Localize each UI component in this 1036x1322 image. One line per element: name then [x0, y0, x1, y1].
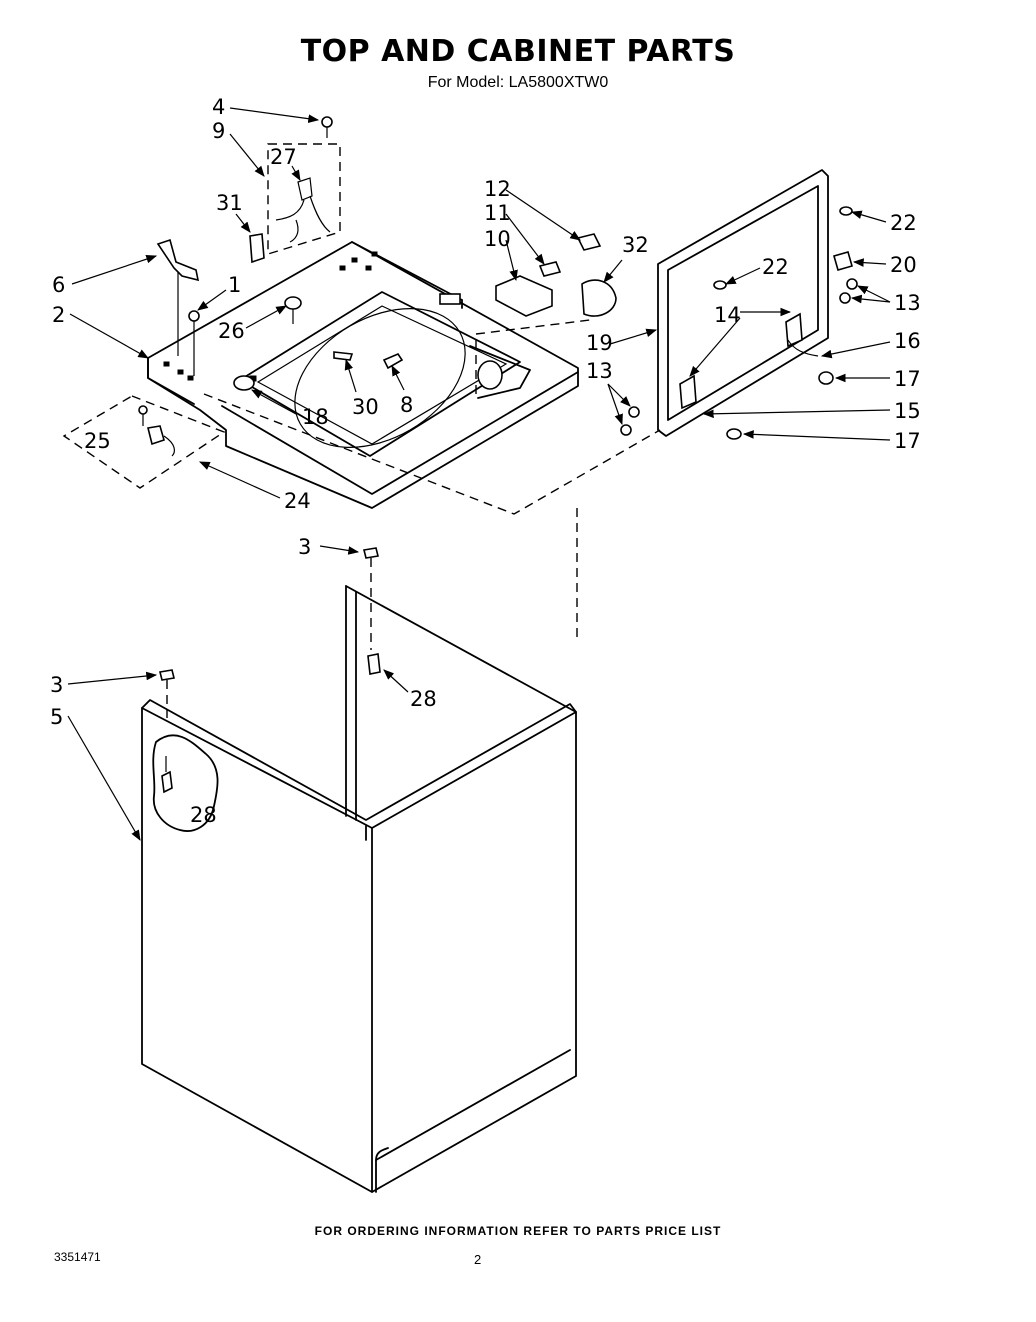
part-6-hinge-bracket [156, 238, 200, 356]
callout-25: 25 [84, 429, 111, 453]
callout-28-upper: 28 [410, 687, 437, 711]
callout-32: 32 [622, 233, 649, 257]
callout-30: 30 [352, 395, 379, 419]
ordering-note: FOR ORDERING INFORMATION REFER TO PARTS … [314, 1224, 722, 1238]
callout-9: 9 [212, 119, 225, 143]
part-27-harness-box [267, 143, 341, 255]
callout-15: 15 [894, 399, 921, 423]
callout-16: 16 [894, 329, 921, 353]
callout-27: 27 [270, 145, 297, 169]
callout-13-right: 13 [894, 291, 921, 315]
part-31-clip [249, 233, 265, 264]
callout-6: 6 [52, 273, 65, 297]
callout-12: 12 [484, 177, 511, 201]
lid [657, 169, 829, 437]
part-18-switch [233, 375, 255, 391]
callout-11: 11 [484, 201, 511, 225]
callout-3-lower: 3 [50, 673, 63, 697]
part-24-switch-box [62, 395, 226, 489]
document-number: 3351471 [54, 1250, 101, 1264]
callout-31: 31 [216, 191, 243, 215]
part-13-screws [620, 278, 858, 436]
callout-10: 10 [484, 227, 511, 251]
callout-24: 24 [284, 489, 311, 513]
model-subtitle: For Model: LA5800XTW0 [427, 74, 609, 91]
part-26-grommet [284, 296, 302, 324]
callout-22-inner: 22 [762, 255, 789, 279]
part-22-lid-bumper [713, 206, 853, 290]
callout-5: 5 [50, 705, 63, 729]
part-20-hinge [833, 251, 853, 271]
part-10-bracket [495, 275, 553, 317]
part-11-switch [538, 261, 562, 277]
cabinet [141, 585, 577, 1193]
part-30-pin [333, 351, 354, 361]
callout-19: 19 [586, 331, 613, 355]
callout-4: 4 [212, 95, 225, 119]
callout-8: 8 [400, 393, 413, 417]
callout-26: 26 [218, 319, 245, 343]
part-28-screw [367, 653, 381, 675]
leader-lines [67, 107, 891, 841]
washer-top [147, 241, 579, 509]
callout-17-bottom: 17 [894, 429, 921, 453]
callout-18: 18 [302, 405, 329, 429]
callout-17-right: 17 [894, 367, 921, 391]
callout-20: 20 [890, 253, 917, 277]
part-32-lid-bumper [581, 279, 617, 317]
part-4-screw [321, 116, 333, 138]
page-title: TOP AND CABINET PARTS [300, 34, 736, 69]
callout-28-lower: 28 [190, 803, 217, 827]
part-17-bumpers [726, 371, 834, 440]
callout-1: 1 [228, 273, 241, 297]
part-3-clip [159, 547, 379, 718]
callout-22-top: 22 [890, 211, 917, 235]
callout-2: 2 [52, 303, 65, 327]
callout-13-left: 13 [586, 359, 613, 383]
callout-14: 14 [714, 303, 741, 327]
part-1-screw [188, 310, 200, 376]
part-8-pin [382, 353, 404, 370]
page-number: 2 [474, 1252, 482, 1267]
part-12-switch [576, 233, 602, 251]
callout-3-upper: 3 [298, 535, 311, 559]
